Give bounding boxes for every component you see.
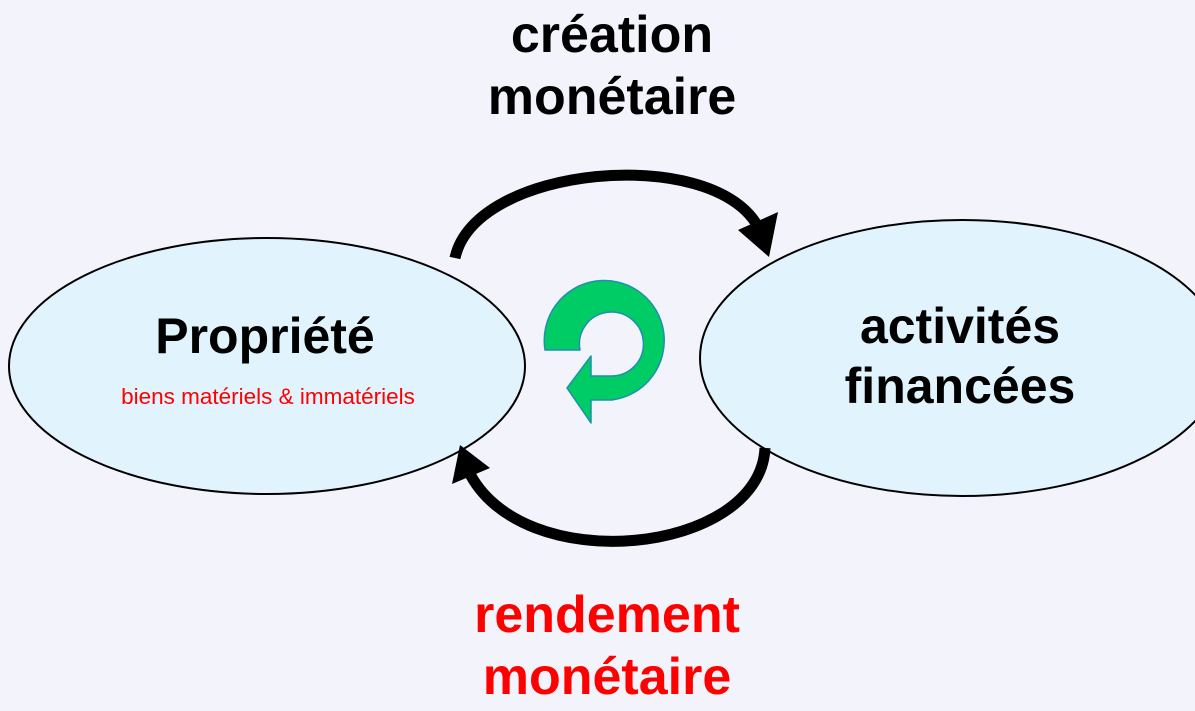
bottom-arrow: [452, 445, 771, 547]
bottom-arrowhead-icon: [452, 445, 490, 484]
property-subtitle: biens matériels & immatériels: [121, 384, 415, 409]
property-ellipse: [8, 237, 526, 495]
financed-activities-line-2: financées: [844, 358, 1076, 414]
financed-activities-line-1: activités: [859, 298, 1061, 354]
top-arrowhead-icon: [738, 212, 778, 257]
money-creation-label: création monétaire: [447, 4, 777, 129]
property-title: Propriété: [155, 308, 375, 364]
money-creation-line-2: monétaire: [487, 68, 737, 127]
money-yield-line-2: monétaire: [482, 648, 732, 707]
cycle-arrow-icon: [543, 279, 665, 424]
financed-activities-ellipse: [699, 219, 1195, 497]
top-arrow: [449, 169, 778, 260]
money-yield-line-1: rendement: [474, 586, 740, 644]
money-creation-line-1: création: [510, 6, 714, 64]
money-yield-label: rendement monétaire: [427, 584, 787, 709]
financed-activities-title: activités financées: [770, 296, 1150, 416]
